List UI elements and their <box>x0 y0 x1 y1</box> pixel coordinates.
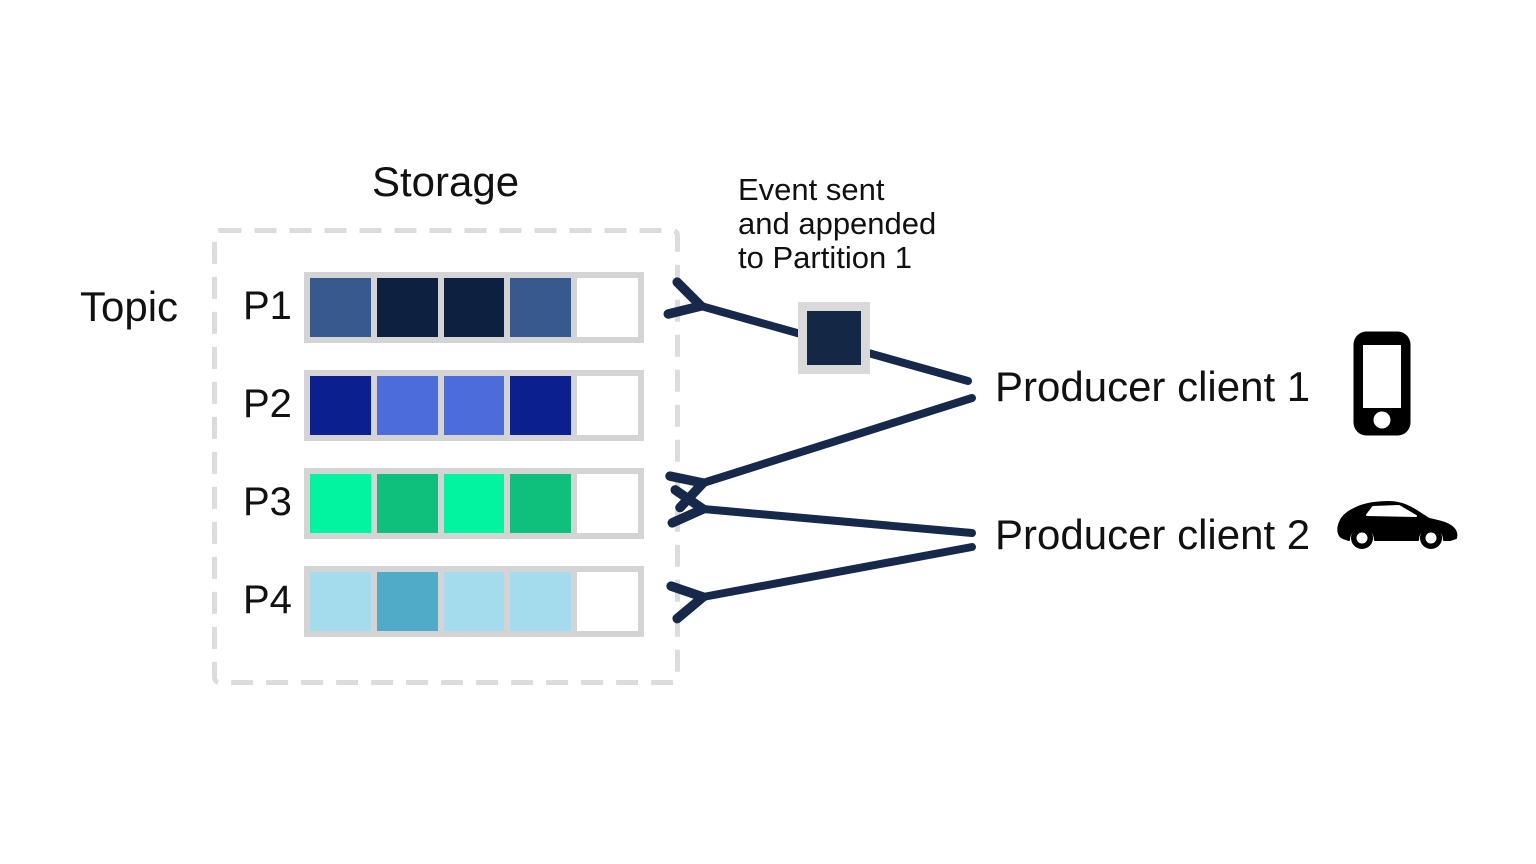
event-cell <box>510 572 572 631</box>
partition-label-p2: P2 <box>243 382 292 426</box>
arrow-producer2-to-p3 <box>667 485 976 537</box>
empty-cell <box>577 474 638 533</box>
car-icon <box>1337 501 1458 549</box>
partition-label-p4: P4 <box>243 578 292 622</box>
empty-cell <box>577 572 638 631</box>
event-square <box>798 302 870 374</box>
event-cell <box>510 376 572 435</box>
partition-label-p1: P1 <box>243 284 292 328</box>
arrow-producer2-to-p4 <box>666 543 976 624</box>
partition-row-p4 <box>304 566 644 637</box>
event-cell <box>443 572 505 631</box>
topic-dashed-boundary <box>212 228 680 685</box>
event-cell <box>443 278 505 337</box>
event-cell <box>376 278 438 337</box>
producer-client-2-label: Producer client 2 <box>995 511 1311 558</box>
event-cell <box>376 376 438 435</box>
empty-cell <box>577 376 638 435</box>
empty-cell <box>577 278 638 337</box>
event-cell <box>310 278 371 337</box>
event-cell <box>310 376 371 435</box>
event-annotation-line: Event sent <box>738 172 885 207</box>
event-cell <box>376 572 438 631</box>
partition-label-p3: P3 <box>243 480 292 524</box>
event-cell <box>376 474 438 533</box>
event-annotation-line: to Partition 1 <box>738 240 913 275</box>
event-cell <box>310 572 371 631</box>
event-cell <box>310 474 371 533</box>
partition-row-p2 <box>304 370 644 441</box>
event-annotation-line: and appended <box>738 206 937 241</box>
event-cell <box>443 376 505 435</box>
partition-row-p3 <box>304 468 644 539</box>
producer-client-1-label: Producer client 1 <box>995 363 1311 410</box>
event-annotation: Event sent and appended to Partition 1 <box>738 173 936 275</box>
storage-title: Storage <box>372 158 520 205</box>
event-cell <box>510 278 572 337</box>
topic-label: Topic <box>80 283 179 330</box>
smartphone-icon <box>1353 331 1411 436</box>
event-cell <box>443 474 505 533</box>
arrow-producer1-to-p3 <box>665 394 976 513</box>
partition-row-p1 <box>304 272 644 343</box>
event-cell <box>510 474 572 533</box>
